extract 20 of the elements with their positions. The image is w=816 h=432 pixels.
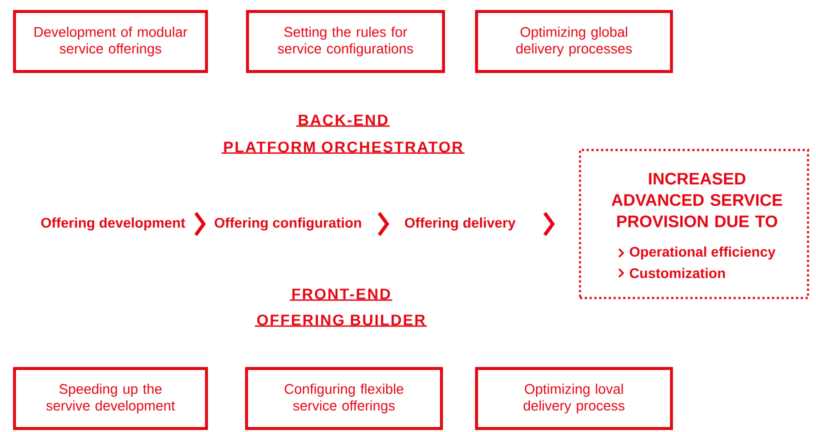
chevron-arrow (378, 212, 390, 236)
section-heading: BACK-END (296, 114, 390, 127)
bullet-item: Customization (630, 268, 725, 278)
result-box (578, 148, 810, 300)
bullet-item: Operational efficiency (630, 246, 776, 260)
stage-text: Offering delivery (404, 217, 516, 231)
task-box: Speeding up the servive development (13, 367, 208, 430)
task-box: Optimizing loval delivery process (475, 367, 673, 430)
stage-text: Offering configuration (214, 217, 362, 231)
section-heading: OFFERING BUILDER (255, 314, 427, 327)
task-box: Setting the rules for service configurations (246, 10, 445, 73)
section-heading: FRONT-END (290, 288, 392, 301)
task-box: Optimizing global delivery processes (475, 10, 673, 73)
task-box: Configuring flexible service offerings (245, 367, 443, 430)
task-box: Development of modular service offerings (13, 10, 208, 73)
result-heading: INCREASED ADVANCED SERVICE PROVISION DUE TO (612, 172, 782, 228)
chevron-arrow (194, 212, 206, 236)
section-heading: PLATFORM ORCHESTRATOR (222, 142, 464, 154)
stage-text: Offering development (41, 217, 186, 231)
chevron-arrow (543, 212, 555, 236)
